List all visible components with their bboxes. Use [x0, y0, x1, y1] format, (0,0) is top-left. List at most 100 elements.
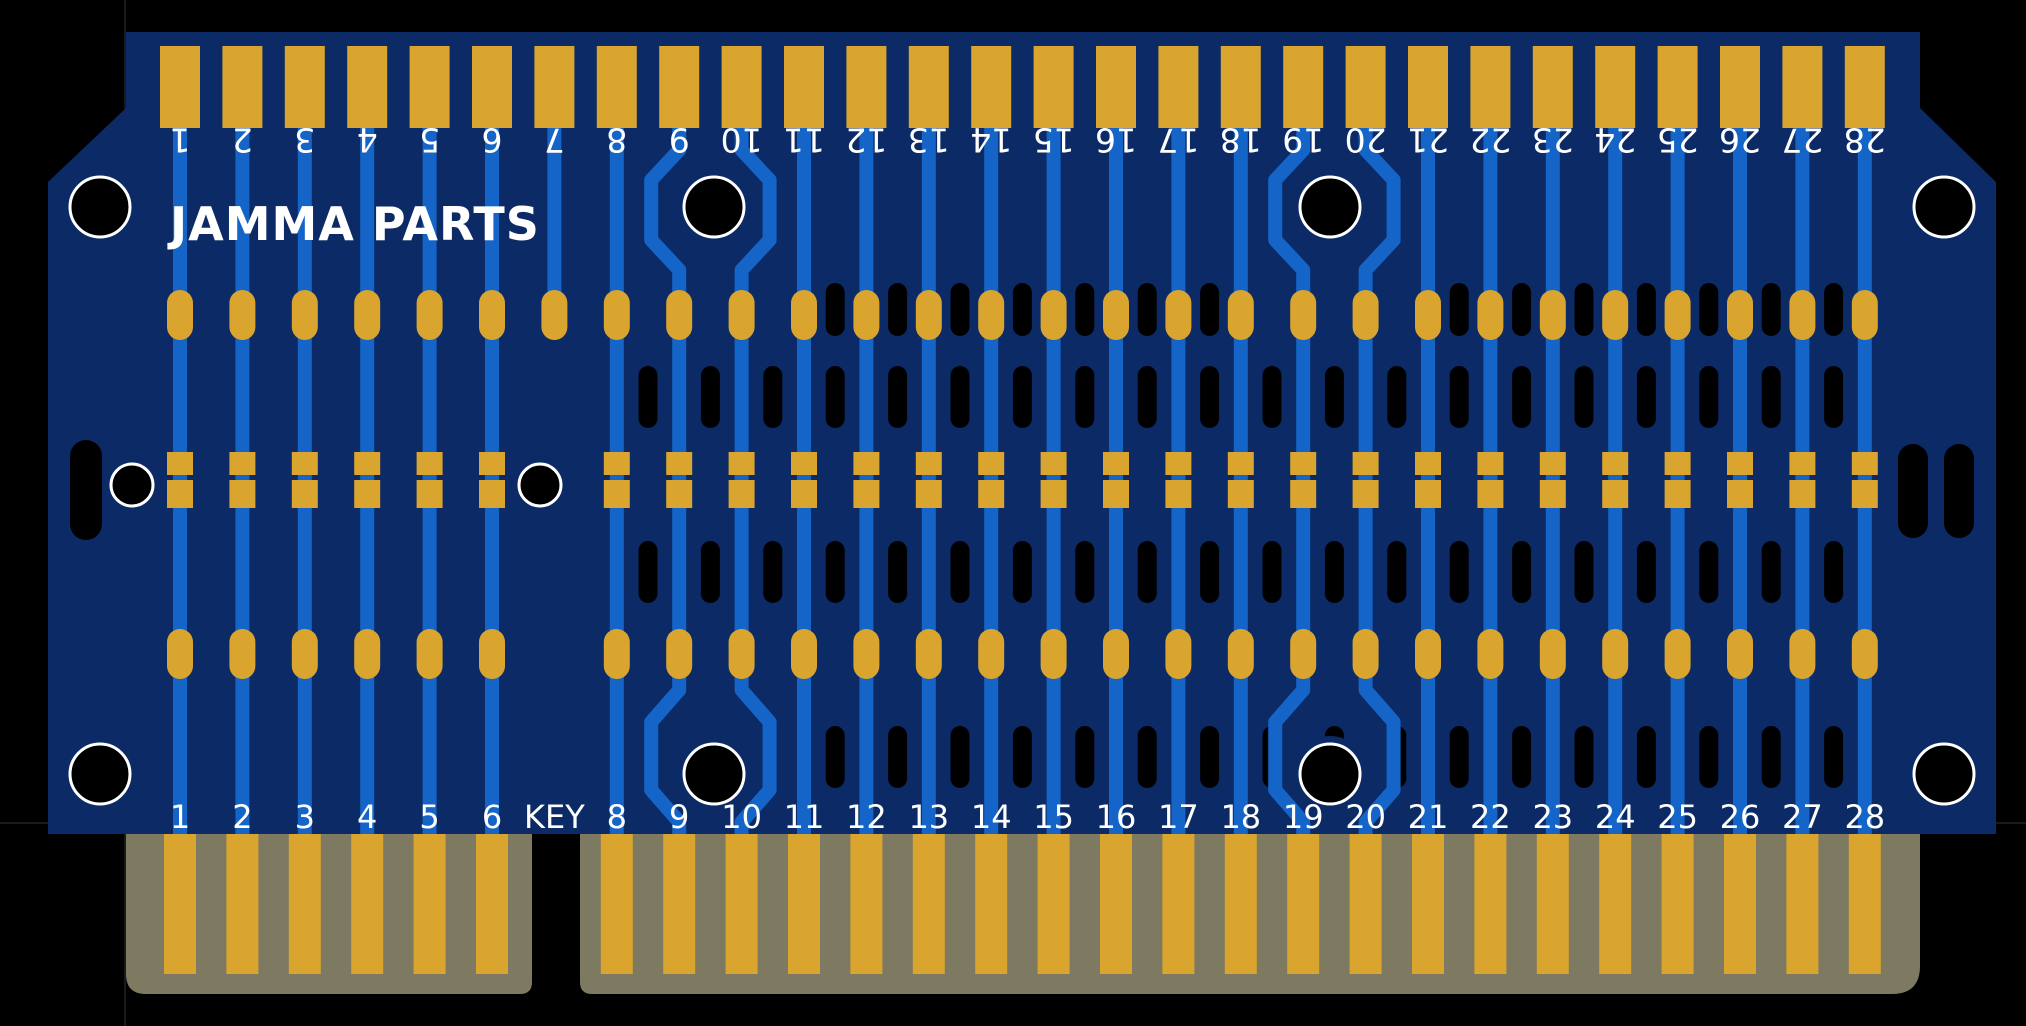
oval-pad-lower-2	[229, 629, 256, 679]
top-pin-label-18: 18	[1220, 121, 1262, 160]
split-pad-b-16	[1103, 480, 1129, 508]
oval-pad-upper-11	[791, 290, 817, 340]
edge-finger-27	[1786, 834, 1819, 974]
edge-fingers	[164, 834, 1881, 974]
slot-21-2	[1449, 541, 1469, 603]
slot-16-2	[1137, 541, 1157, 603]
split-pad-b-27	[1789, 480, 1816, 508]
top-pin-label-8: 8	[606, 121, 627, 160]
split-pad-b-14	[978, 480, 1005, 508]
split-pad-b-12	[853, 480, 880, 508]
top-pin-label-27: 27	[1781, 121, 1823, 160]
slot-26-0	[1761, 283, 1781, 336]
split-pad-b-25	[1664, 480, 1691, 508]
slot-23-2	[1574, 541, 1594, 603]
top-pin-label-24: 24	[1594, 121, 1636, 160]
top-pad-24	[1595, 46, 1636, 128]
top-pin-label-1: 1	[170, 121, 191, 160]
slot-21-1	[1449, 366, 1469, 428]
pads	[160, 46, 1885, 679]
split-pad-b-22	[1477, 480, 1504, 508]
top-pin-label-7: 7	[544, 121, 565, 160]
slot-14-0	[1012, 283, 1032, 336]
slot-right-a	[1898, 444, 1928, 538]
bottom-pin-label-10: 10	[721, 798, 762, 836]
edge-finger-13	[912, 834, 945, 974]
oval-pad-upper-7	[541, 290, 568, 340]
oval-pad-upper-5	[416, 290, 443, 340]
oval-pad-upper-4	[354, 290, 381, 340]
oval-pad-lower-1	[167, 629, 193, 679]
top-pin-label-3: 3	[294, 121, 315, 160]
bottom-pin-label-20: 20	[1345, 798, 1386, 836]
bottom-pin-label-13: 13	[908, 798, 949, 836]
slot-19-1	[1324, 541, 1344, 603]
top-pin-label-26: 26	[1719, 121, 1761, 160]
slot-26-2	[1761, 541, 1781, 603]
mounting-hole-3	[1912, 175, 1976, 239]
slot-12-1	[888, 366, 908, 428]
slot-13-1	[950, 366, 970, 428]
trace-13	[921, 118, 936, 834]
slot-11-1	[825, 366, 845, 428]
top-pin-label-25: 25	[1657, 121, 1699, 160]
slot-23-bottom	[1574, 726, 1594, 788]
oval-pad-upper-23	[1539, 290, 1566, 340]
split-pad-a-5	[416, 452, 443, 475]
split-pad-b-2	[229, 480, 256, 508]
bottom-pin-label-15: 15	[1033, 798, 1074, 836]
bottom-pin-label-28: 28	[1844, 798, 1885, 836]
oval-pad-upper-27	[1789, 290, 1816, 340]
top-pin-label-19: 19	[1282, 121, 1324, 160]
oval-pad-lower-13	[915, 629, 942, 679]
bottom-pin-label-25: 25	[1657, 798, 1698, 836]
bottom-pin-label-12: 12	[846, 798, 887, 836]
bottom-pin-label-16: 16	[1096, 798, 1137, 836]
slot-11-2	[825, 541, 845, 603]
bottom-pin-label-9: 9	[669, 798, 689, 836]
oval-pad-lower-23	[1539, 629, 1566, 679]
trace-27	[1795, 118, 1810, 834]
slot-21-bottom	[1449, 726, 1469, 788]
pcb-body	[48, 32, 1996, 834]
split-pad-a-22	[1477, 452, 1504, 475]
slot-11-0	[825, 283, 845, 336]
split-pad-b-24	[1602, 480, 1629, 508]
slot-left	[70, 440, 102, 540]
top-pin-label-21: 21	[1407, 121, 1449, 160]
oval-pad-lower-25	[1664, 629, 1691, 679]
edge-finger-1	[164, 834, 196, 974]
oval-pad-upper-1	[167, 290, 193, 340]
top-pad-13	[908, 46, 949, 128]
trace-21	[1421, 118, 1435, 834]
oval-pad-lower-5	[416, 629, 443, 679]
split-pad-a-18	[1227, 452, 1254, 475]
slot-23-1	[1574, 366, 1594, 428]
slot-13-0	[950, 283, 970, 336]
mounting-hole-8	[109, 462, 155, 508]
mounting-hole-0	[68, 175, 132, 239]
oval-pad-lower-8	[603, 629, 630, 679]
mounting-hole-5	[682, 742, 746, 806]
oval-pad-lower-4	[354, 629, 381, 679]
slot-17-2	[1200, 541, 1220, 603]
oval-pad-upper-3	[291, 290, 318, 340]
slot-26-1	[1761, 366, 1781, 428]
split-pad-a-20	[1352, 452, 1379, 475]
top-pin-label-13: 13	[908, 121, 950, 160]
top-pad-16	[1096, 46, 1136, 128]
mounting-hole-9	[517, 462, 563, 508]
top-pad-11	[784, 46, 824, 128]
top-pin-label-10: 10	[721, 121, 763, 160]
oval-pad-upper-21	[1415, 290, 1441, 340]
mounting-hole-7	[1912, 742, 1976, 806]
edge-finger-21	[1412, 834, 1444, 974]
top-pin-label-22: 22	[1469, 121, 1511, 160]
top-pad-17	[1158, 46, 1199, 128]
board-title: JAMMA PARTS	[167, 197, 540, 251]
trace-11	[797, 118, 811, 834]
bottom-pin-label-6: 6	[482, 798, 502, 836]
slot-13-bottom	[950, 726, 970, 788]
bottom-pin-label-8: 8	[607, 798, 627, 836]
split-pad-b-19	[1290, 480, 1317, 508]
